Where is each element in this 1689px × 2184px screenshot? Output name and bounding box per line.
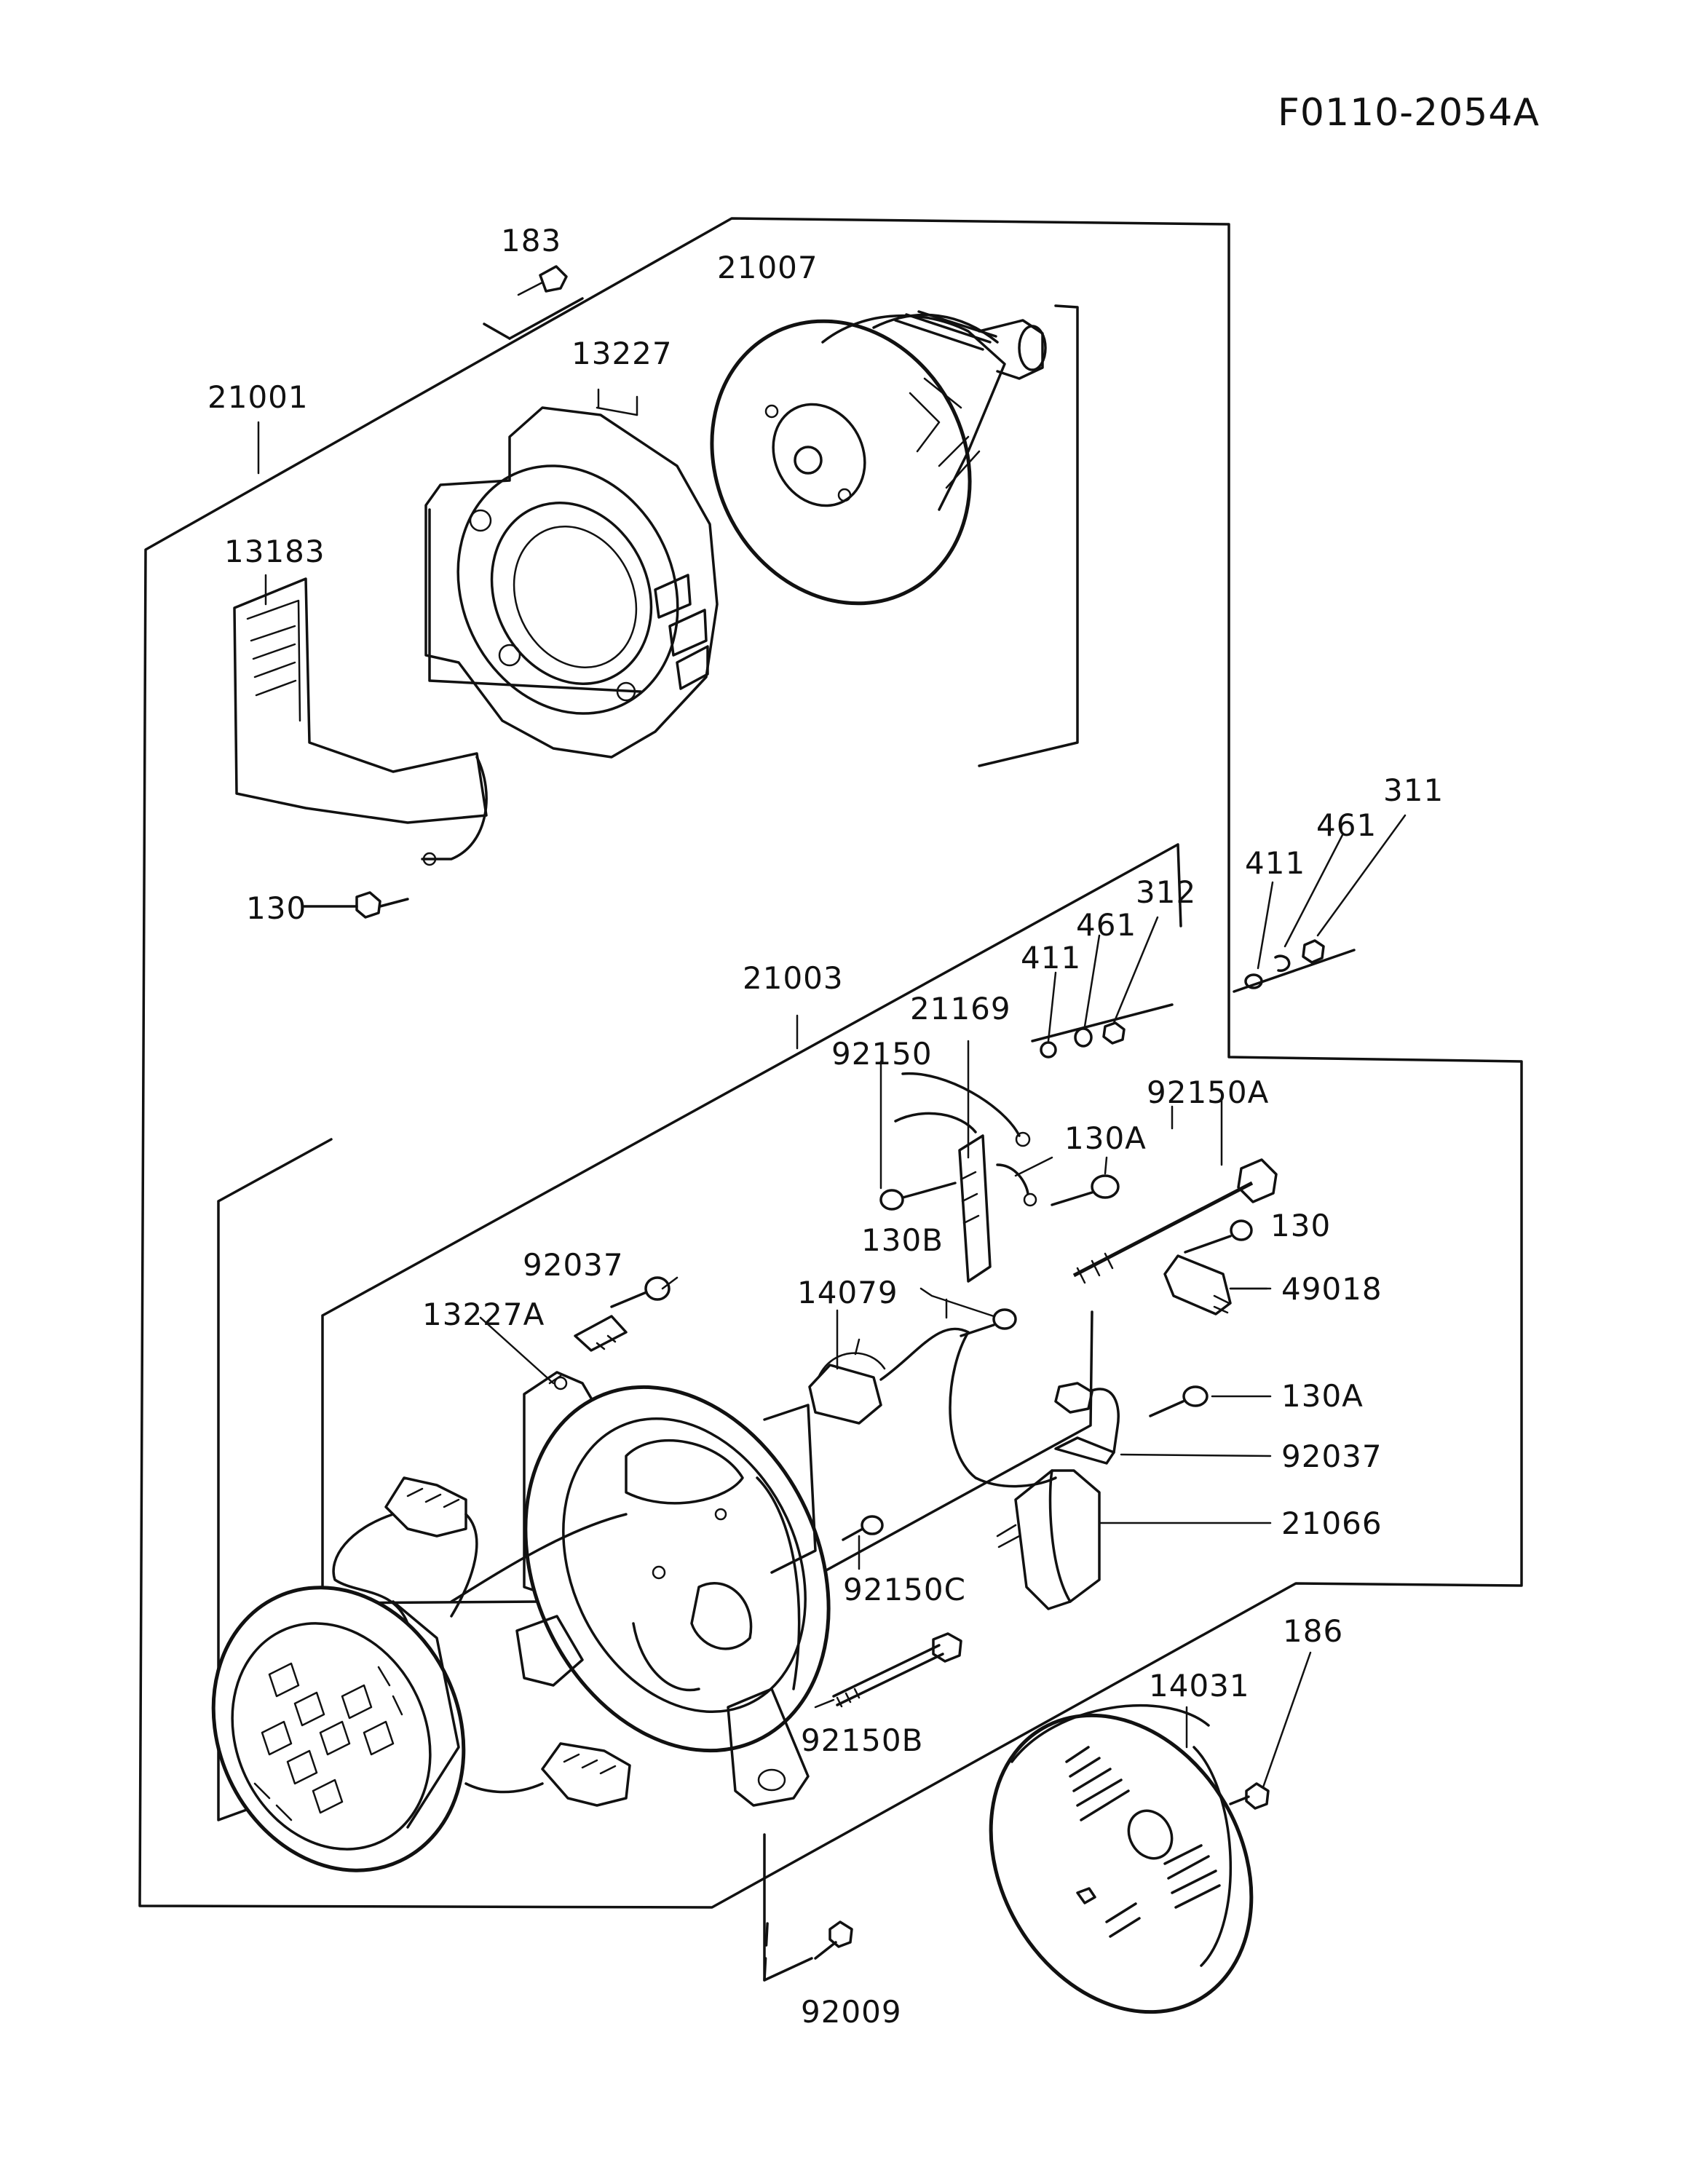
- fan-housing-13227: [424, 388, 719, 759]
- callout-92150B: 92150B: [801, 1722, 923, 1758]
- harness-14079: [808, 1327, 1057, 1488]
- callout-461-outer: 461: [1316, 807, 1377, 843]
- callout-411-inner: 411: [1021, 940, 1081, 976]
- callout-186: 186: [1283, 1613, 1343, 1649]
- group-outline-left-bracket: [217, 1138, 333, 1821]
- screw-92150C: [842, 1515, 884, 1541]
- bolt-92150B: [832, 1632, 962, 1708]
- connector-49018: [1163, 1254, 1268, 1315]
- callout-13227: 13227: [571, 336, 673, 371]
- leader-lines: [257, 421, 1272, 1749]
- hardware-stack-right: [1233, 814, 1407, 993]
- callout-21001: 21001: [207, 379, 309, 415]
- screw-92009: [763, 1833, 853, 1982]
- callout-92150A: 92150A: [1147, 1075, 1269, 1110]
- drawing-code: F0110-2054A: [1278, 91, 1540, 135]
- screw-183: [483, 265, 584, 340]
- callout-130A-upper: 130A: [1064, 1120, 1147, 1156]
- cover-plate-13183: [233, 577, 488, 866]
- group-outline-21001: [138, 217, 1523, 1909]
- callout-130B: 130B: [861, 1222, 944, 1258]
- regulator-21066: [996, 1382, 1120, 1610]
- callout-21066: 21066: [1281, 1506, 1383, 1541]
- callout-130-left: 130: [246, 890, 306, 926]
- callout-130-right: 130: [1270, 1208, 1331, 1243]
- bolt-92150A: [1072, 1096, 1278, 1284]
- callout-311: 311: [1383, 772, 1444, 808]
- callout-13227A: 13227A: [422, 1297, 545, 1332]
- callout-49018: 49018: [1281, 1271, 1383, 1307]
- screw-130B: [919, 1287, 1017, 1337]
- hardware-stack-inner: [1031, 916, 1174, 1059]
- callout-92150C: 92150C: [843, 1572, 966, 1607]
- callout-14031: 14031: [1149, 1668, 1250, 1704]
- housing-13227A: [515, 1371, 831, 1807]
- callout-92037-lower: 92037: [1281, 1439, 1383, 1474]
- callout-14079: 14079: [797, 1275, 898, 1310]
- callout-21003: 21003: [743, 960, 844, 996]
- callout-labels: 183 21007 13227 21001 13183 130 311 461 …: [207, 223, 1444, 2030]
- screw-92150: [879, 1060, 957, 1211]
- nut-130A-upper: [1051, 1174, 1120, 1206]
- screw-186: [1229, 1651, 1312, 1810]
- screw-130-left: [303, 891, 409, 919]
- callout-411-outer: 411: [1245, 845, 1305, 881]
- screw-130A-lower: [1149, 1385, 1209, 1417]
- stator-assembly: [211, 1476, 631, 1872]
- screw-130-right: [1184, 1219, 1253, 1254]
- callout-461-inner: 461: [1076, 907, 1136, 943]
- callout-13183: 13183: [224, 534, 325, 569]
- callout-92037-top: 92037: [523, 1247, 624, 1283]
- end-cover-14031: [989, 1704, 1254, 2014]
- callout-183: 183: [501, 223, 561, 258]
- callout-130A-lower: 130A: [1281, 1378, 1364, 1414]
- callout-21169: 21169: [910, 991, 1011, 1026]
- callout-21007: 21007: [717, 250, 818, 285]
- callout-312: 312: [1136, 874, 1196, 910]
- callout-92009: 92009: [801, 1994, 902, 2030]
- terminal-plate-21169: [894, 1040, 1037, 1283]
- clamp-92037-top: [574, 1276, 671, 1352]
- rotor-21007: [710, 304, 1079, 767]
- callout-92150: 92150: [831, 1036, 933, 1072]
